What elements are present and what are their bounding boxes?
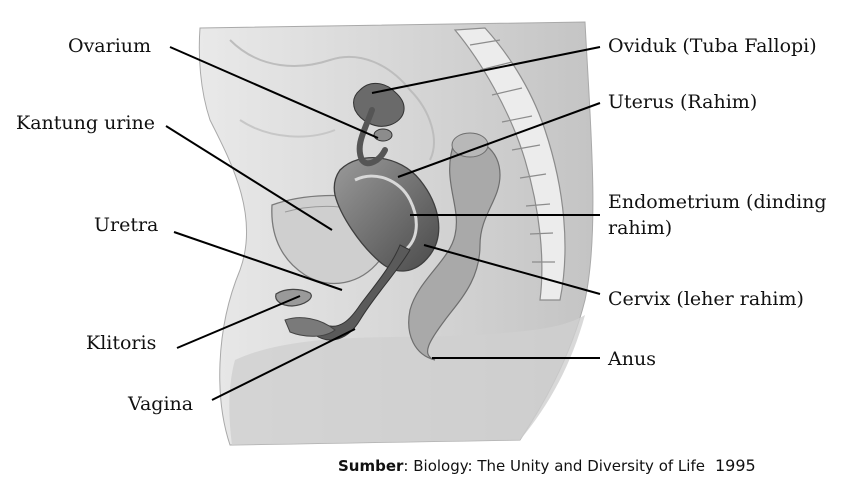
leader-uterus xyxy=(397,102,601,178)
label-oviduk: Oviduk (Tuba Fallopi) xyxy=(608,35,817,57)
leader-vagina xyxy=(211,328,356,401)
leader-oviduk xyxy=(371,46,601,94)
leader-ovarium xyxy=(169,46,379,139)
label-vagina: Vagina xyxy=(128,393,194,415)
label-ovarium: Ovarium xyxy=(68,35,152,57)
label-cervix: Cervix (leher rahim) xyxy=(608,288,804,310)
source-year: 1995 xyxy=(714,456,756,475)
label-uretra: Uretra xyxy=(94,214,159,236)
leader-uretra xyxy=(173,231,343,291)
leader-lines xyxy=(165,46,601,401)
source-title: Biology: The Unity and Diversity of Life xyxy=(408,457,705,475)
leader-kantung-urine xyxy=(165,125,333,231)
label-kantung-urine: Kantung urine xyxy=(16,112,155,134)
source-separator: : xyxy=(403,457,409,475)
label-uterus: Uterus (Rahim) xyxy=(608,91,758,113)
label-anus: Anus xyxy=(608,348,656,370)
rectum-shape xyxy=(408,132,501,361)
label-klitoris: Klitoris xyxy=(86,332,157,354)
ovary-oviduct-shape xyxy=(353,83,405,167)
source-caption: Sumber: Biology: The Unity and Diversity… xyxy=(338,456,756,475)
leader-cervix xyxy=(423,244,601,295)
source-prefix: Sumber xyxy=(338,457,404,475)
label-endometrium: Endometrium (dinding rahim) xyxy=(608,191,827,239)
leader-klitoris xyxy=(176,295,301,349)
